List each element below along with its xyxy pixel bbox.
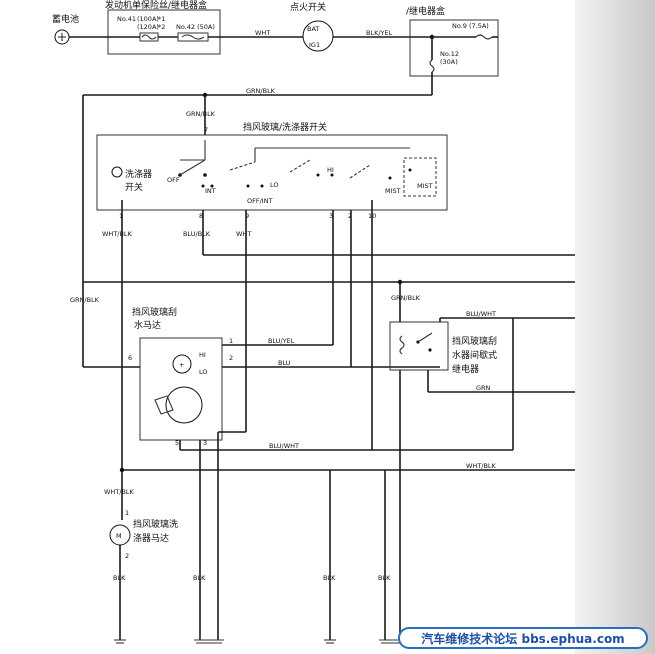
mist-contact-group [403,157,437,197]
motor-lo-label: LO [199,368,208,376]
fuse-box-outline [107,9,221,55]
fuse-41-rating-b: (120A) [137,23,159,31]
intermittent-relay-outline [389,321,449,371]
wiper-switch-outline [96,134,448,211]
pin-6: 6 [128,354,132,362]
pin-3-motor: 3 [203,439,207,447]
fuse-42-symbol [177,32,209,42]
switch-hi-label: HI [327,166,334,174]
wire-label-grn-blk-left: GRN/BLK [70,296,100,304]
ignition-switch-label: 点火开关 [290,1,326,13]
fuse-41-rating-a: (100A) [137,15,159,23]
wiper-motor-park-switch [165,386,203,424]
forum-watermark: 汽车维修技术论坛 bbs.ephua.com [398,627,648,649]
fuse-12-rating: (30A) [440,58,458,66]
wire-label-blk-2: BLK [193,574,206,582]
battery-label: 蓄电池 [52,13,79,25]
wire-label-wht-blk-switch: WHT/BLK [102,230,133,238]
ground-symbol-3 [324,639,336,644]
pin-8: 8 [199,212,203,220]
relay-box-outline [409,19,499,77]
switch-off-int-label: OFF/INT [247,197,273,205]
wire-label-grn-blk-relay: GRN/BLK [391,294,421,302]
pin-1-switch: 1 [119,212,123,220]
motor-hi-label: HI [199,351,206,359]
wiper-motor-outline [139,337,223,441]
wire-label-blk-4: BLK [378,574,391,582]
wire-label-blu-blk: BLU/BLK [183,230,211,238]
pin-5: 5 [175,439,179,447]
fuse-12-symbol [429,59,435,73]
fuse-41-label: No.41 [117,15,136,23]
pin-7: 7 [204,126,208,134]
fuse-box-label: 发动机单保险丝/继电器盒 [105,0,207,11]
washer-switch-contact [111,166,123,178]
wire-label-wht-switch: WHT [236,230,251,238]
wiper-switch-label: 挡风玻璃/洗涤器开关 [243,121,327,133]
relay-box-label: /继电器盒 [406,5,445,17]
washer-motor-label-b: 涤器马达 [133,532,169,544]
pin-2-washer: 2 [125,552,129,560]
wiper-motor-plus: + [179,361,184,369]
wire-label-grn-blk-bus: GRN/BLK [246,87,276,95]
wire-label-wht-top: WHT [255,29,270,37]
switch-mist-label-b: MIST [417,182,433,190]
ignition-ig1-label: IG1 [309,41,320,49]
park-switch-cam [154,395,174,415]
relay-label-a: 挡风玻璃刮 [452,335,497,347]
wire-label-blu-wht-lower: BLU/WHT [269,442,299,450]
pin-9: 9 [245,212,249,220]
pin-3-switch: 3 [329,212,333,220]
wire-label-wht-blk-washer: WHT/BLK [104,488,135,496]
fuse-41-note-a: *1 [158,15,165,23]
pin-1-washer: 1 [125,509,129,517]
fuse-41-note-b: *2 [158,23,165,31]
switch-int-label: INT [205,187,216,195]
wire-label-blk-3: BLK [323,574,336,582]
wire-label-blk-1: BLK [113,574,126,582]
fuse-12-label: No.12 [440,50,459,58]
ground-symbol-2 [194,639,224,644]
fuse-9-symbol [475,34,493,40]
wire-label-grn-blk-switch: GRN/BLK [186,110,216,118]
wiper-motor-label-a: 挡风玻璃刮 [132,306,177,318]
washer-motor-m: M [116,532,122,540]
fuse-9-label: No.9 (7.5A) [452,22,489,30]
switch-mist-label-a: MIST [385,187,401,195]
switch-lo-label: LO [270,181,279,189]
wire-label-blu: BLU [278,359,291,367]
washer-switch-label-b: 开关 [125,181,143,193]
fuse-42-label: No.42 (50A) [176,23,215,31]
washer-motor-label-a: 挡风玻璃洗 [133,518,178,530]
fuse-41-symbol [139,32,159,42]
wire-label-blu-wht-relay: BLU/WHT [466,310,496,318]
battery-symbol [54,29,70,45]
pin-1-motor: 1 [229,337,233,345]
page-edge-shadow [575,0,655,654]
wiper-motor-label-b: 水马达 [134,319,161,331]
ignition-bat-label: BAT [307,25,319,33]
ignition-switch-symbol [302,20,334,52]
relay-coil [399,335,405,355]
wire-label-blk-yel: BLK/YEL [366,29,393,37]
switch-off-label: OFF [167,176,180,184]
ground-symbol-1 [114,639,126,644]
wire-label-blu-yel: BLU/YEL [268,337,295,345]
wire-label-grn: GRN [476,384,491,392]
relay-label-b: 水器间歇式 [452,349,497,361]
washer-switch-label-a: 洗涤器 [125,168,152,180]
relay-label-c: 继电器 [452,363,479,375]
wire-label-wht-blk-right: WHT/BLK [466,462,497,470]
pin-2-motor: 2 [229,354,233,362]
wiper-motor-armature [172,354,192,374]
pin-2-switch: 2 [348,212,352,220]
